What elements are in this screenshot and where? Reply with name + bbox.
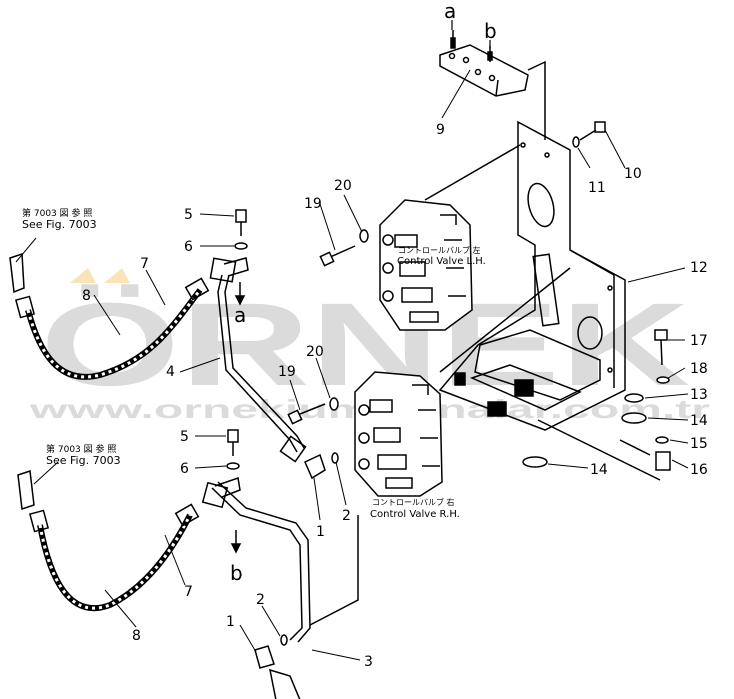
callout-5b: 5 — [180, 429, 189, 445]
callout-9: 9 — [436, 122, 445, 138]
callout-20b: 20 — [306, 344, 324, 360]
ref-note-upper-ja: 第 7003 図 参 照 — [22, 207, 92, 219]
valve-rh-caption-ja: コントロールバルブ 右 — [372, 497, 455, 507]
callout-7b: 7 — [184, 584, 193, 600]
marker-a-pipe: a — [234, 303, 246, 327]
callout-12: 12 — [690, 260, 708, 276]
callout-15: 15 — [690, 436, 708, 452]
callout-1a: 1 — [316, 524, 325, 540]
top-marker-arrows — [451, 20, 491, 48]
callout-labels: 9 10 11 12 17 18 13 14 15 16 14 19 20 19… — [82, 122, 708, 670]
callout-14b: 14 — [590, 462, 608, 478]
callout-2b: 2 — [256, 592, 265, 608]
callout-2a: 2 — [342, 508, 351, 524]
callout-20a: 20 — [334, 178, 352, 194]
callout-11: 11 — [588, 180, 606, 196]
callout-4: 4 — [166, 364, 175, 380]
letter-markers: a b a b — [230, 0, 497, 585]
direction-arrows — [230, 282, 246, 554]
marker-b-top: b — [484, 19, 497, 43]
valve-mounting-frame — [438, 120, 626, 431]
callout-6a: 6 — [184, 239, 193, 255]
captions: 第 7003 図 参 照 See Fig. 7003 第 7003 図 参 照 … — [22, 207, 486, 520]
callout-10: 10 — [624, 166, 642, 182]
mounting-bracket — [439, 30, 546, 140]
callout-14a: 14 — [690, 413, 708, 429]
callout-7a: 7 — [140, 256, 149, 272]
control-valve-rh — [354, 371, 443, 497]
ref-note-upper-en: See Fig. 7003 — [22, 218, 97, 231]
ref-note-lower-ja: 第 7003 図 参 照 — [46, 443, 116, 455]
callout-5a: 5 — [184, 207, 193, 223]
callout-18: 18 — [690, 361, 708, 377]
ref-note-lower-en: See Fig. 7003 — [46, 454, 121, 467]
control-valve-lh — [379, 199, 473, 331]
callout-19a: 19 — [304, 196, 322, 212]
callout-16: 16 — [690, 462, 708, 478]
valve-rh-caption-en: Control Valve R.H. — [370, 509, 460, 520]
callout-8a: 8 — [82, 288, 91, 304]
marker-a-top: a — [444, 0, 456, 23]
hydraulic-lines — [9, 144, 661, 699]
marker-b-pipe: b — [230, 561, 243, 585]
callout-19b: 19 — [278, 364, 296, 380]
callout-1b: 1 — [226, 614, 235, 630]
callout-6b: 6 — [180, 461, 189, 477]
valve-lh-caption-ja: コントロールバルブ 左 — [398, 245, 481, 255]
callout-3: 3 — [364, 654, 373, 670]
hardware — [226, 121, 671, 646]
callout-8b: 8 — [132, 628, 141, 644]
callout-17: 17 — [690, 333, 708, 349]
leader-lines — [15, 69, 689, 661]
callout-13: 13 — [690, 387, 708, 403]
valve-lh-caption-en: Control Valve L.H. — [397, 256, 486, 267]
